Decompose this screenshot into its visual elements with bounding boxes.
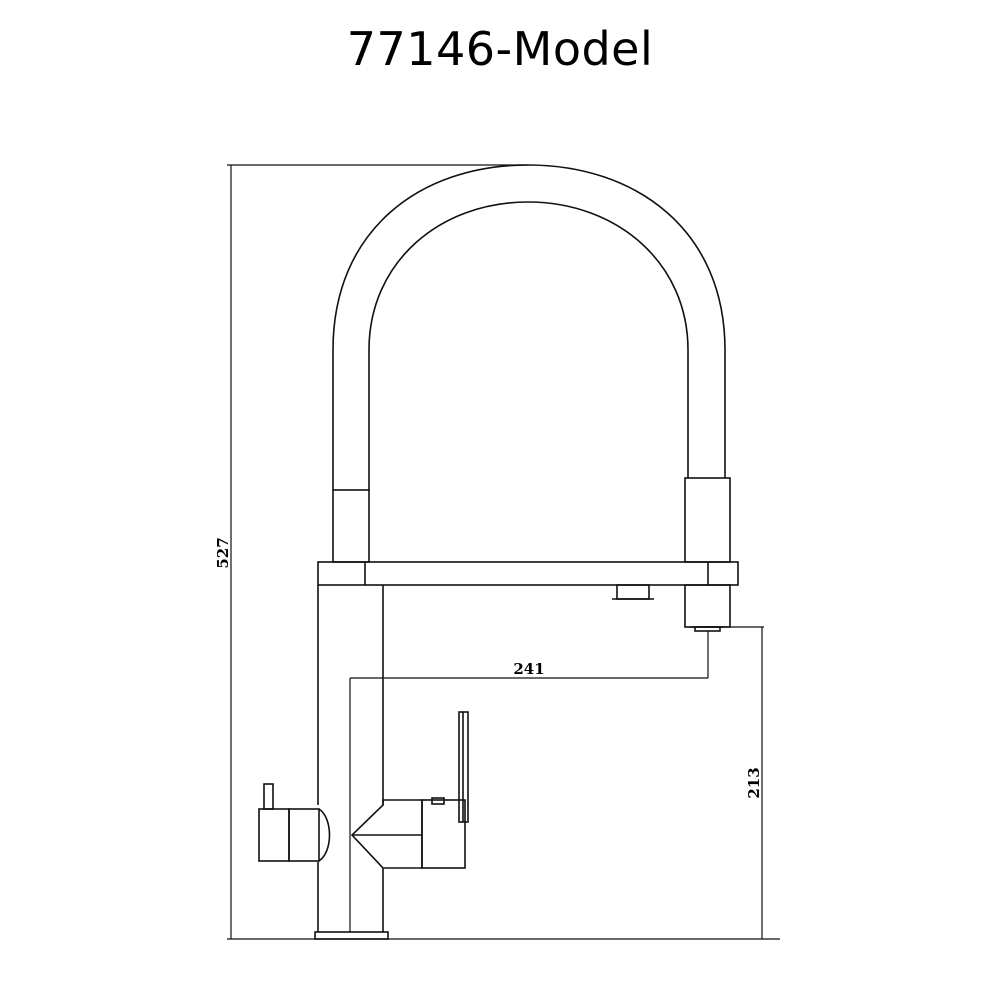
bridge-arm bbox=[317, 561, 739, 600]
dimension-label-reach: 241 bbox=[513, 660, 544, 678]
dimension-label-spout-height: 213 bbox=[745, 767, 763, 798]
pull-out-sprayer bbox=[684, 477, 731, 632]
faucet-body-column bbox=[317, 585, 384, 932]
base-plate bbox=[314, 931, 389, 940]
dimension-label-total-height: 527 bbox=[214, 537, 232, 568]
right-mixer-handle bbox=[350, 711, 469, 869]
dimension-lines bbox=[227, 164, 780, 940]
left-filter-handle bbox=[258, 783, 331, 862]
model-title: 77146-Model bbox=[346, 22, 654, 76]
left-spout-collar bbox=[332, 489, 370, 563]
gooseneck-spout bbox=[332, 164, 726, 490]
